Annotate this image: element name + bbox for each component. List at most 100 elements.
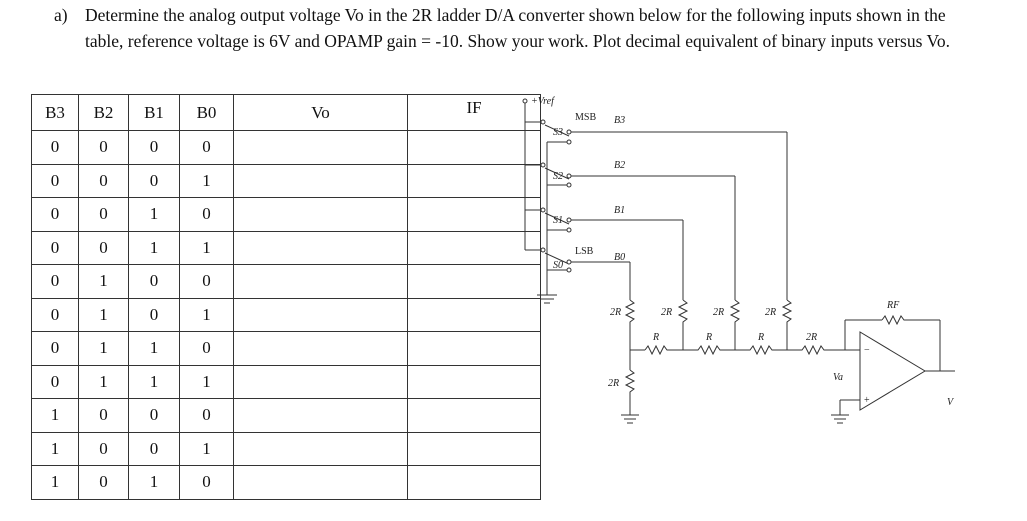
bit-label-b1: B1 xyxy=(614,205,625,216)
resistor-label-r-1: R xyxy=(652,332,659,343)
header-b0: B0 xyxy=(179,94,234,131)
table-cell: 1 xyxy=(78,264,129,299)
table-cell xyxy=(233,364,408,399)
table-cell: 0 xyxy=(179,398,234,433)
bit-label-b3: B3 xyxy=(614,115,625,126)
table-cell: 0 xyxy=(78,230,129,265)
table-cell xyxy=(233,331,408,366)
header-b3: B3 xyxy=(31,94,79,131)
table-cell: 0 xyxy=(31,163,79,198)
table-cell: 1 xyxy=(179,163,234,198)
table-cell: 0 xyxy=(31,197,79,232)
va-label: Va xyxy=(833,372,843,383)
table-cell: 0 xyxy=(179,197,234,232)
resistor-label-2r-b3: 2R xyxy=(765,307,776,318)
plus-sign: + xyxy=(864,395,870,406)
table-cell: 1 xyxy=(128,364,180,399)
table-cell: 0 xyxy=(78,398,129,433)
dac-circuit-diagram: +Vref MSB B3 S3 B2 S2 B1 S1 LSB B0 S0 2R… xyxy=(522,96,955,424)
table-cell xyxy=(233,197,408,232)
table-cell: 0 xyxy=(128,264,180,299)
table-cell xyxy=(233,398,408,433)
question-label: a) xyxy=(54,5,68,25)
table-cell: 0 xyxy=(31,230,79,265)
table-cell: 1 xyxy=(78,297,129,332)
table-cell: 1 xyxy=(179,230,234,265)
switch-label-s2: S2 xyxy=(553,171,563,182)
table-cell: 0 xyxy=(78,465,129,500)
switch-label-s0: S0 xyxy=(553,260,563,271)
table-cell xyxy=(407,264,541,299)
table-cell xyxy=(233,163,408,198)
minus-sign: − xyxy=(864,345,870,356)
table-cell: 1 xyxy=(31,465,79,500)
table-cell: 1 xyxy=(179,297,234,332)
lsb-label: LSB xyxy=(575,246,594,257)
resistor-label-r-3: R xyxy=(757,332,764,343)
table-cell: 0 xyxy=(179,465,234,500)
table-cell: 0 xyxy=(31,130,79,165)
table-cell: 1 xyxy=(128,197,180,232)
table-cell xyxy=(407,197,541,232)
vout-label: V xyxy=(947,397,955,408)
table-cell: 0 xyxy=(31,364,79,399)
table-cell: 0 xyxy=(128,297,180,332)
table-cell: 1 xyxy=(31,398,79,433)
table-cell xyxy=(407,465,541,500)
table-cell: 0 xyxy=(31,331,79,366)
resistor-label-2r-b0: 2R xyxy=(610,307,621,318)
header-if: IF xyxy=(407,94,541,131)
table-cell: 1 xyxy=(179,364,234,399)
table-cell: 0 xyxy=(179,264,234,299)
table-cell: 0 xyxy=(128,163,180,198)
table-cell: 0 xyxy=(179,331,234,366)
resistor-label-2r-b1: 2R xyxy=(661,307,672,318)
table-cell: 1 xyxy=(128,465,180,500)
bit-label-b2: B2 xyxy=(614,160,625,171)
question-text: Determine the analog output voltage Vo i… xyxy=(85,5,950,51)
table-cell: 0 xyxy=(78,130,129,165)
msb-label: MSB xyxy=(575,112,596,123)
header-b2: B2 xyxy=(78,94,129,131)
table-cell xyxy=(233,297,408,332)
table-cell: 1 xyxy=(179,431,234,466)
switch-label-s3: S3 xyxy=(553,127,563,138)
table-cell: 0 xyxy=(78,197,129,232)
table-cell xyxy=(233,130,408,165)
resistor-label-2r-series: 2R xyxy=(806,332,817,343)
rf-label: RF xyxy=(886,300,900,311)
table-cell: 0 xyxy=(31,264,79,299)
table-cell: 1 xyxy=(128,230,180,265)
table-cell xyxy=(407,130,541,165)
bit-label-b0: B0 xyxy=(614,252,625,263)
table-cell: 0 xyxy=(128,398,180,433)
table-cell xyxy=(407,431,541,466)
table-cell: 1 xyxy=(78,331,129,366)
vref-label: +Vref xyxy=(531,96,555,107)
table-cell xyxy=(233,264,408,299)
table-cell xyxy=(233,465,408,500)
resistor-label-2r-b2: 2R xyxy=(713,307,724,318)
table-cell: 0 xyxy=(31,297,79,332)
table-cell: 1 xyxy=(78,364,129,399)
table-cell: 0 xyxy=(128,130,180,165)
header-b1: B1 xyxy=(128,94,180,131)
switch-label-s1: S1 xyxy=(553,215,563,226)
table-cell: 0 xyxy=(78,431,129,466)
table-cell xyxy=(233,230,408,265)
header-vo: Vo xyxy=(233,94,408,131)
table-cell: 1 xyxy=(31,431,79,466)
table-cell: 0 xyxy=(128,431,180,466)
